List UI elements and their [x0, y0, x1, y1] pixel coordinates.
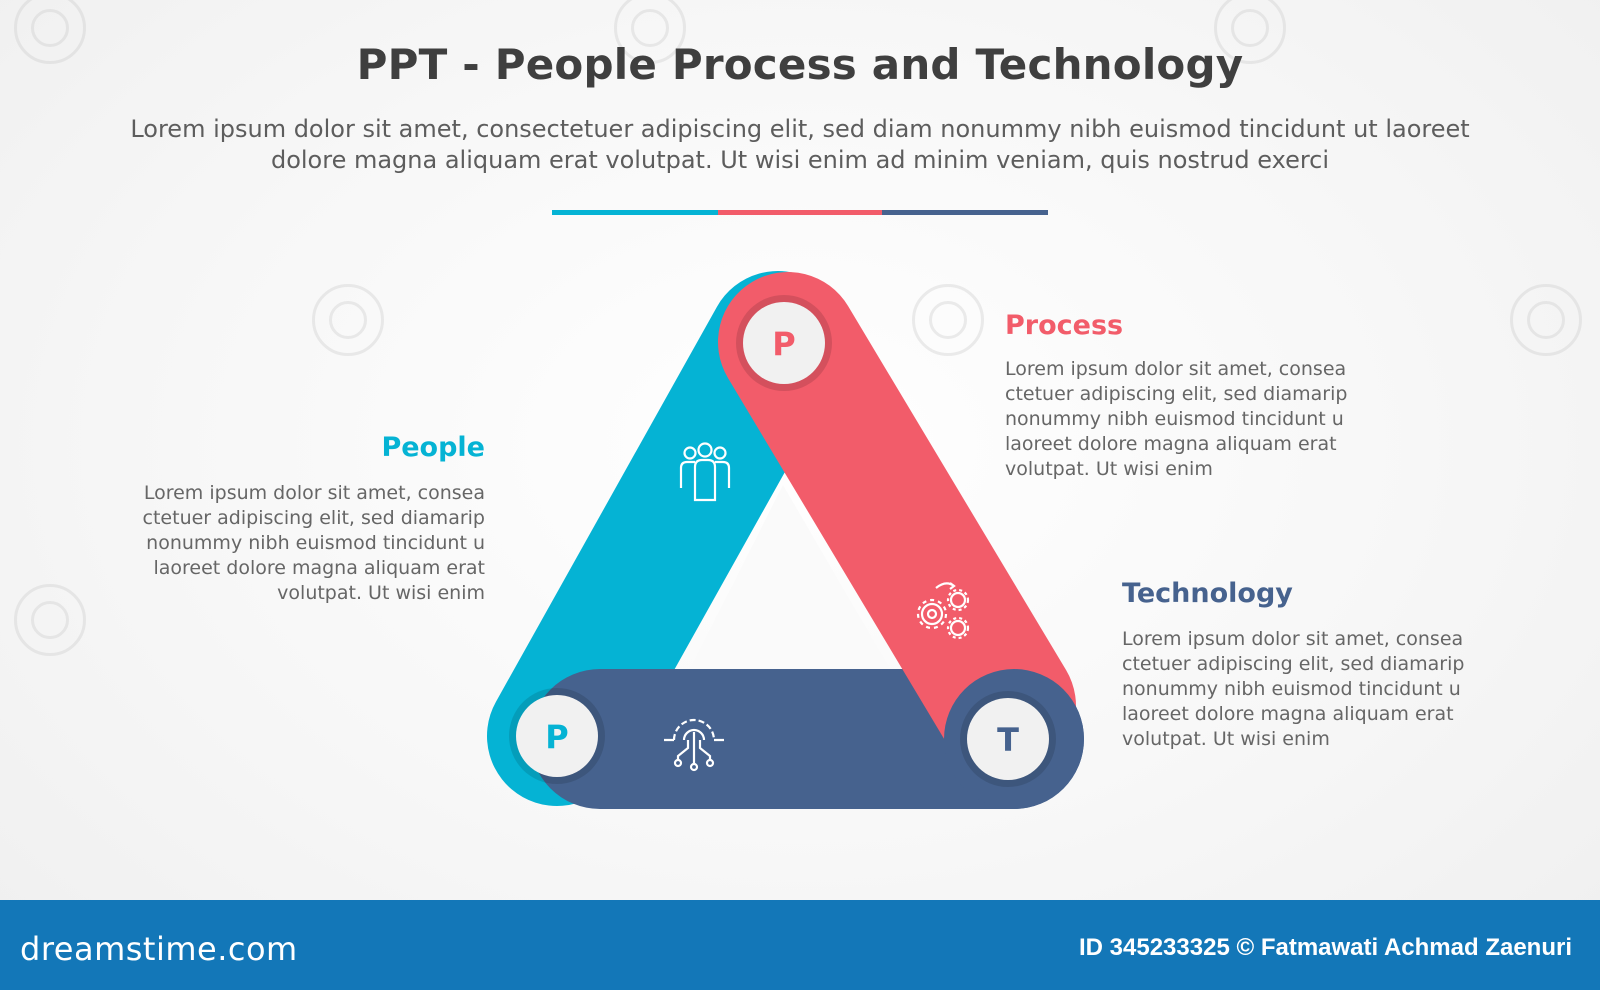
- gears-cycle-icon: [916, 582, 970, 640]
- inner-triangle: [690, 485, 890, 669]
- circuit-gear-icon: [664, 718, 724, 772]
- watermark-logo-icon: [614, 0, 686, 64]
- people-group-icon: [679, 442, 731, 502]
- badge-people: P: [509, 688, 605, 784]
- process-arm: [718, 272, 1076, 776]
- badge-people-letter: P: [545, 718, 568, 756]
- people-description: Lorem ipsum dolor sit amet, consea ctetu…: [142, 482, 485, 604]
- badge-process-letter: P: [772, 325, 795, 363]
- watermark-logo-icon: [1214, 0, 1286, 64]
- process-label: Process: [1005, 310, 1124, 341]
- badge-process: P: [736, 295, 832, 391]
- page-subtitle: Lorem ipsum dolor sit amet, consectetuer…: [130, 115, 1470, 174]
- technology-label: Technology: [1122, 578, 1293, 609]
- technology-description: Lorem ipsum dolor sit amet, consea ctetu…: [1122, 628, 1465, 750]
- footer-brand-logo: dreamstime.com: [20, 930, 298, 968]
- watermark-logo-icon: [14, 0, 86, 64]
- divider-segment-people: [552, 210, 718, 215]
- page-title: PPT - People Process and Technology: [356, 40, 1244, 89]
- watermark-logo-icon: [312, 284, 384, 356]
- footer-bar: dreamstime.com ID 345233325 © Fatmawati …: [0, 900, 1600, 990]
- divider-segment-technology: [882, 210, 1048, 215]
- watermark-logo-icon: [1510, 284, 1582, 356]
- process-description: Lorem ipsum dolor sit amet, consea ctetu…: [1005, 358, 1348, 480]
- badge-technology: T: [960, 691, 1056, 787]
- divider-segment-process: [718, 210, 882, 215]
- watermark-logo-icon: [912, 284, 984, 356]
- footer-credit: ID 345233325 © Fatmawati Achmad Zaenuri: [1079, 934, 1572, 961]
- watermark-logo-icon: [14, 584, 86, 656]
- badge-technology-letter: T: [997, 721, 1019, 759]
- people-label: People: [381, 432, 485, 463]
